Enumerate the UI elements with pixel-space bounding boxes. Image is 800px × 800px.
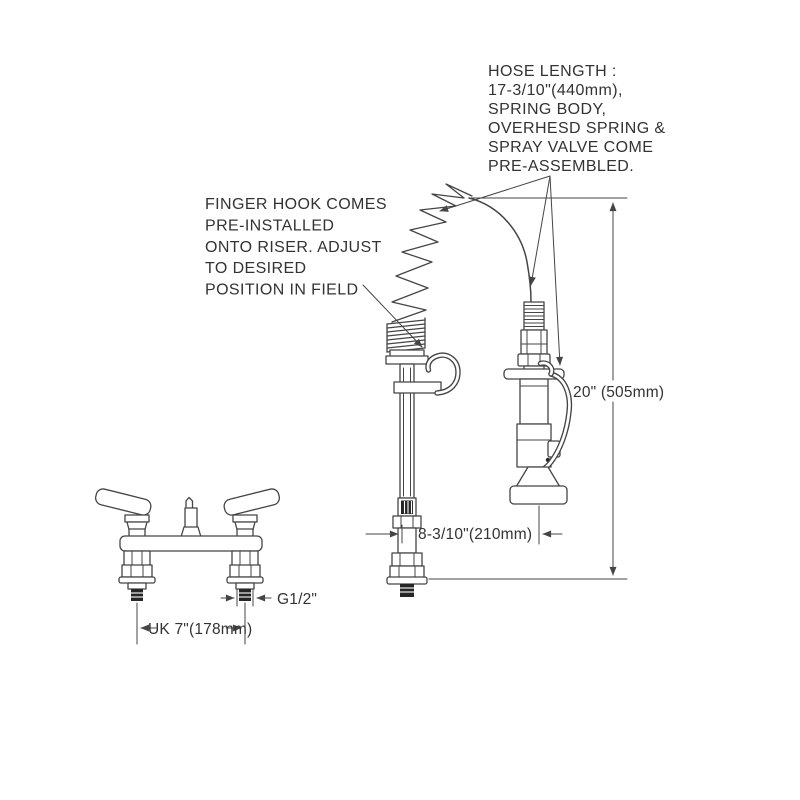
overhead-spring — [391, 183, 473, 323]
hose-note-line-6: PRE-ASSEMBLED. — [488, 158, 634, 175]
lever-right — [223, 488, 281, 516]
dimension-lines — [136, 175, 628, 645]
hex-nut — [231, 550, 259, 567]
hex-nut — [391, 552, 423, 567]
threaded-inlet — [131, 589, 143, 601]
dim-faucet-centers: UK 7"(178mm) — [148, 621, 252, 638]
faucet-handle-right — [223, 488, 281, 531]
finger-note-line-1: FINGER HOOK COMES — [205, 196, 387, 213]
threaded-inlet — [400, 584, 414, 597]
faucet-body-tube — [119, 535, 263, 552]
hose-note-leader-spring — [439, 175, 551, 212]
bonnet-collar-left — [124, 514, 150, 523]
finger-hook-leader — [362, 284, 423, 348]
hex-coupling — [392, 515, 422, 529]
lock-nut — [121, 564, 153, 578]
faucet-center-outlet — [180, 496, 202, 538]
hook-mount-band — [393, 381, 442, 394]
hose-note-line-1: HOSE LENGTH : — [488, 63, 617, 80]
dim-riser-to-valve: 8-3/10"(210mm) — [418, 526, 532, 543]
hose-note-leader-hose — [528, 175, 551, 286]
deck-mount-faucet — [94, 488, 281, 601]
hose — [468, 197, 532, 302]
spring-collar-lower — [385, 355, 429, 365]
valve-lower-body — [516, 423, 552, 468]
faucet-shank-right — [226, 550, 264, 601]
hose-nut-threads — [523, 301, 545, 331]
hose-note-line-3: SPRING BODY, — [488, 101, 606, 118]
riser-nipple — [397, 527, 417, 554]
flange-washer — [386, 576, 428, 585]
spray-head-cone — [515, 466, 561, 488]
thread-collar — [235, 582, 255, 590]
lock-nut — [229, 564, 261, 578]
thread-collar — [127, 582, 147, 590]
faucet-handle-left — [94, 488, 152, 531]
flange-washer — [226, 576, 264, 584]
valve-upper-body — [520, 329, 548, 355]
riser-base-fittings — [386, 497, 428, 597]
hose-note-line-5: SPRAY VALVE COME — [488, 139, 653, 156]
flange-washer — [118, 576, 156, 584]
finger-note-line-2: PRE-INSTALLED — [205, 217, 334, 234]
bonnet-collar-right — [232, 514, 258, 523]
finger-note-line-5: POSITION IN FIELD — [205, 282, 359, 299]
lock-nut — [389, 565, 425, 579]
hose-note-leader-valve — [549, 175, 564, 366]
dim-inlet-thread: G1/2" — [277, 591, 317, 608]
spray-valve — [503, 301, 573, 505]
finger-note-line-4: TO DESIRED — [205, 260, 307, 277]
faucet-shank-left — [118, 550, 156, 601]
lever-left — [94, 488, 152, 516]
threaded-inlet — [239, 589, 251, 601]
finger-hook — [393, 352, 461, 396]
hose-note-line-4: OVERHESD SPRING & — [488, 120, 666, 137]
riser-assembly — [385, 183, 532, 597]
dim-overall-height: 20" (505mm) — [573, 384, 664, 401]
spray-head-bell — [509, 485, 568, 505]
spring-body — [386, 317, 426, 353]
annotation-text: HOSE LENGTH : 17-3/10"(440mm), SPRING BO… — [148, 63, 666, 638]
finger-note-line-3: ONTO RISER. ADJUST — [205, 239, 382, 256]
hex-nut — [123, 550, 151, 567]
hose-note-line-2: 17-3/10"(440mm), — [488, 82, 623, 99]
